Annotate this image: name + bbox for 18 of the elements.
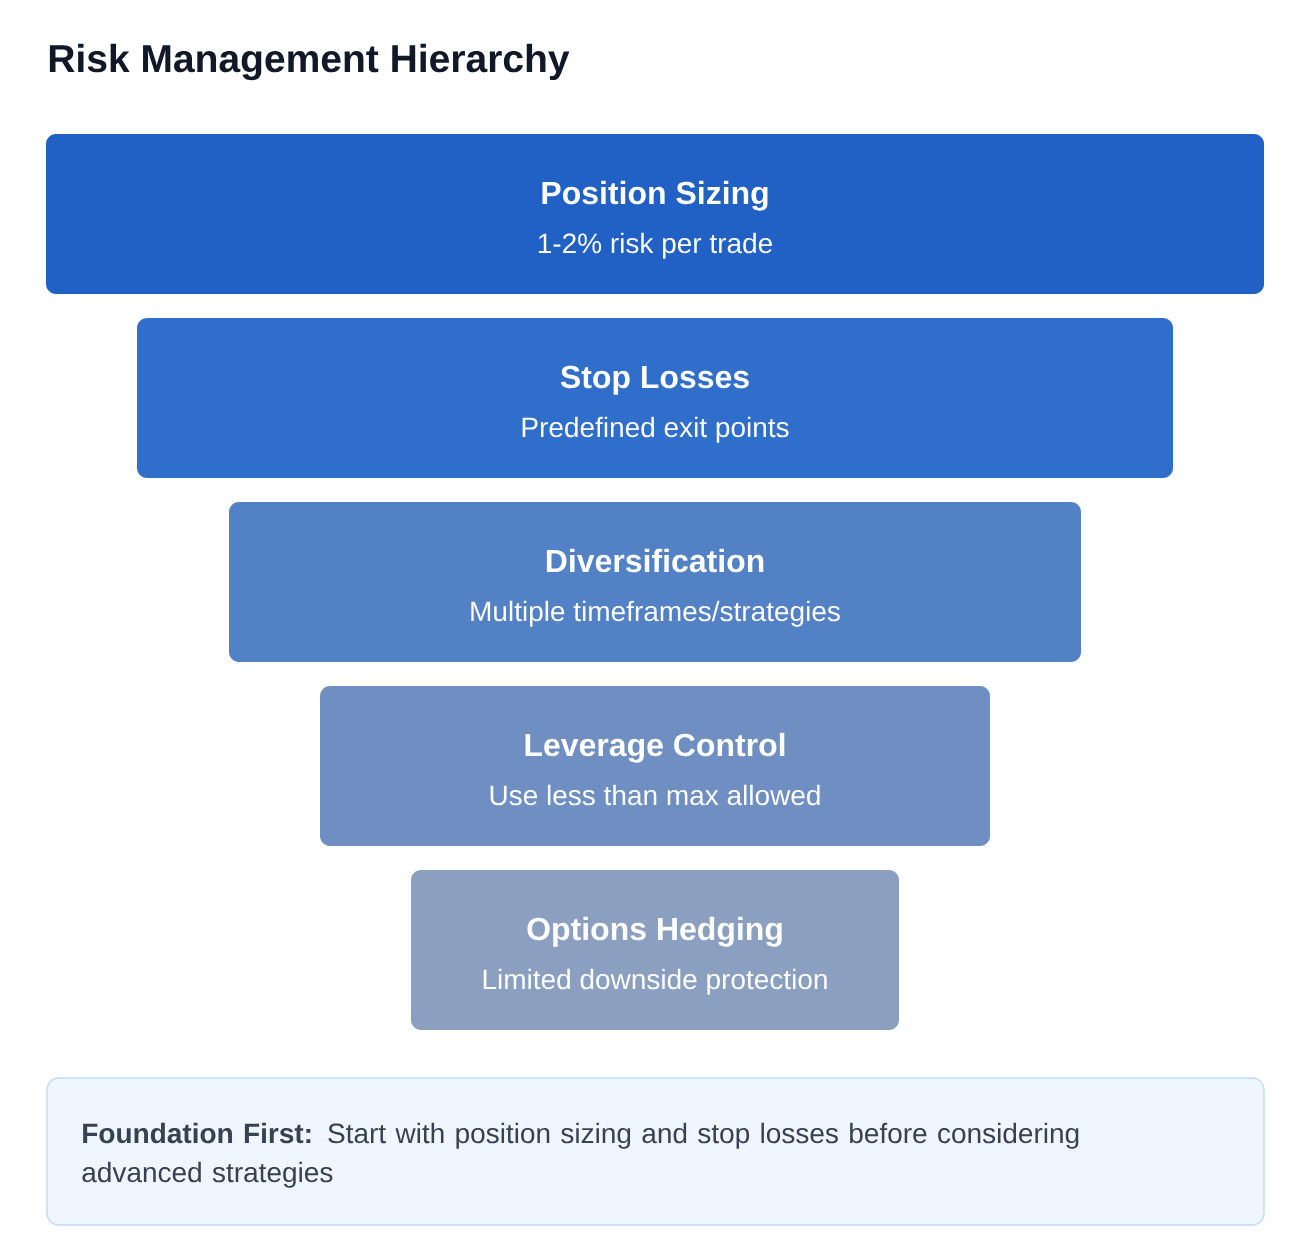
tier-heading: Leverage Control (525, 732, 785, 763)
note-box (46, 1077, 1265, 1226)
tier-heading: Stop Losses (560, 365, 749, 395)
tier-heading: Position Sizing (542, 180, 768, 211)
tier-description: Use less than max allowed (490, 784, 820, 806)
tier-heading: Diversification (546, 548, 764, 573)
tier-box (320, 686, 990, 846)
note-text: Foundation First: Start with position sizing and stop losses before considering advanced strategies (82, 1122, 1079, 1188)
tier-description: Multiple timeframes/strategies (471, 600, 840, 627)
diagram-title: Risk Management Hierarchy (49, 43, 570, 81)
tier-box (229, 502, 1081, 662)
tier-box (411, 870, 899, 1030)
tier-heading: Options Hedging (527, 916, 782, 947)
tier-description: Predefined exit points (522, 416, 789, 443)
tier-box (46, 134, 1264, 294)
tier-box (137, 318, 1173, 478)
tier-description: Limited downside protection (483, 968, 827, 995)
tier-description: 1-2% risk per trade (538, 232, 772, 259)
